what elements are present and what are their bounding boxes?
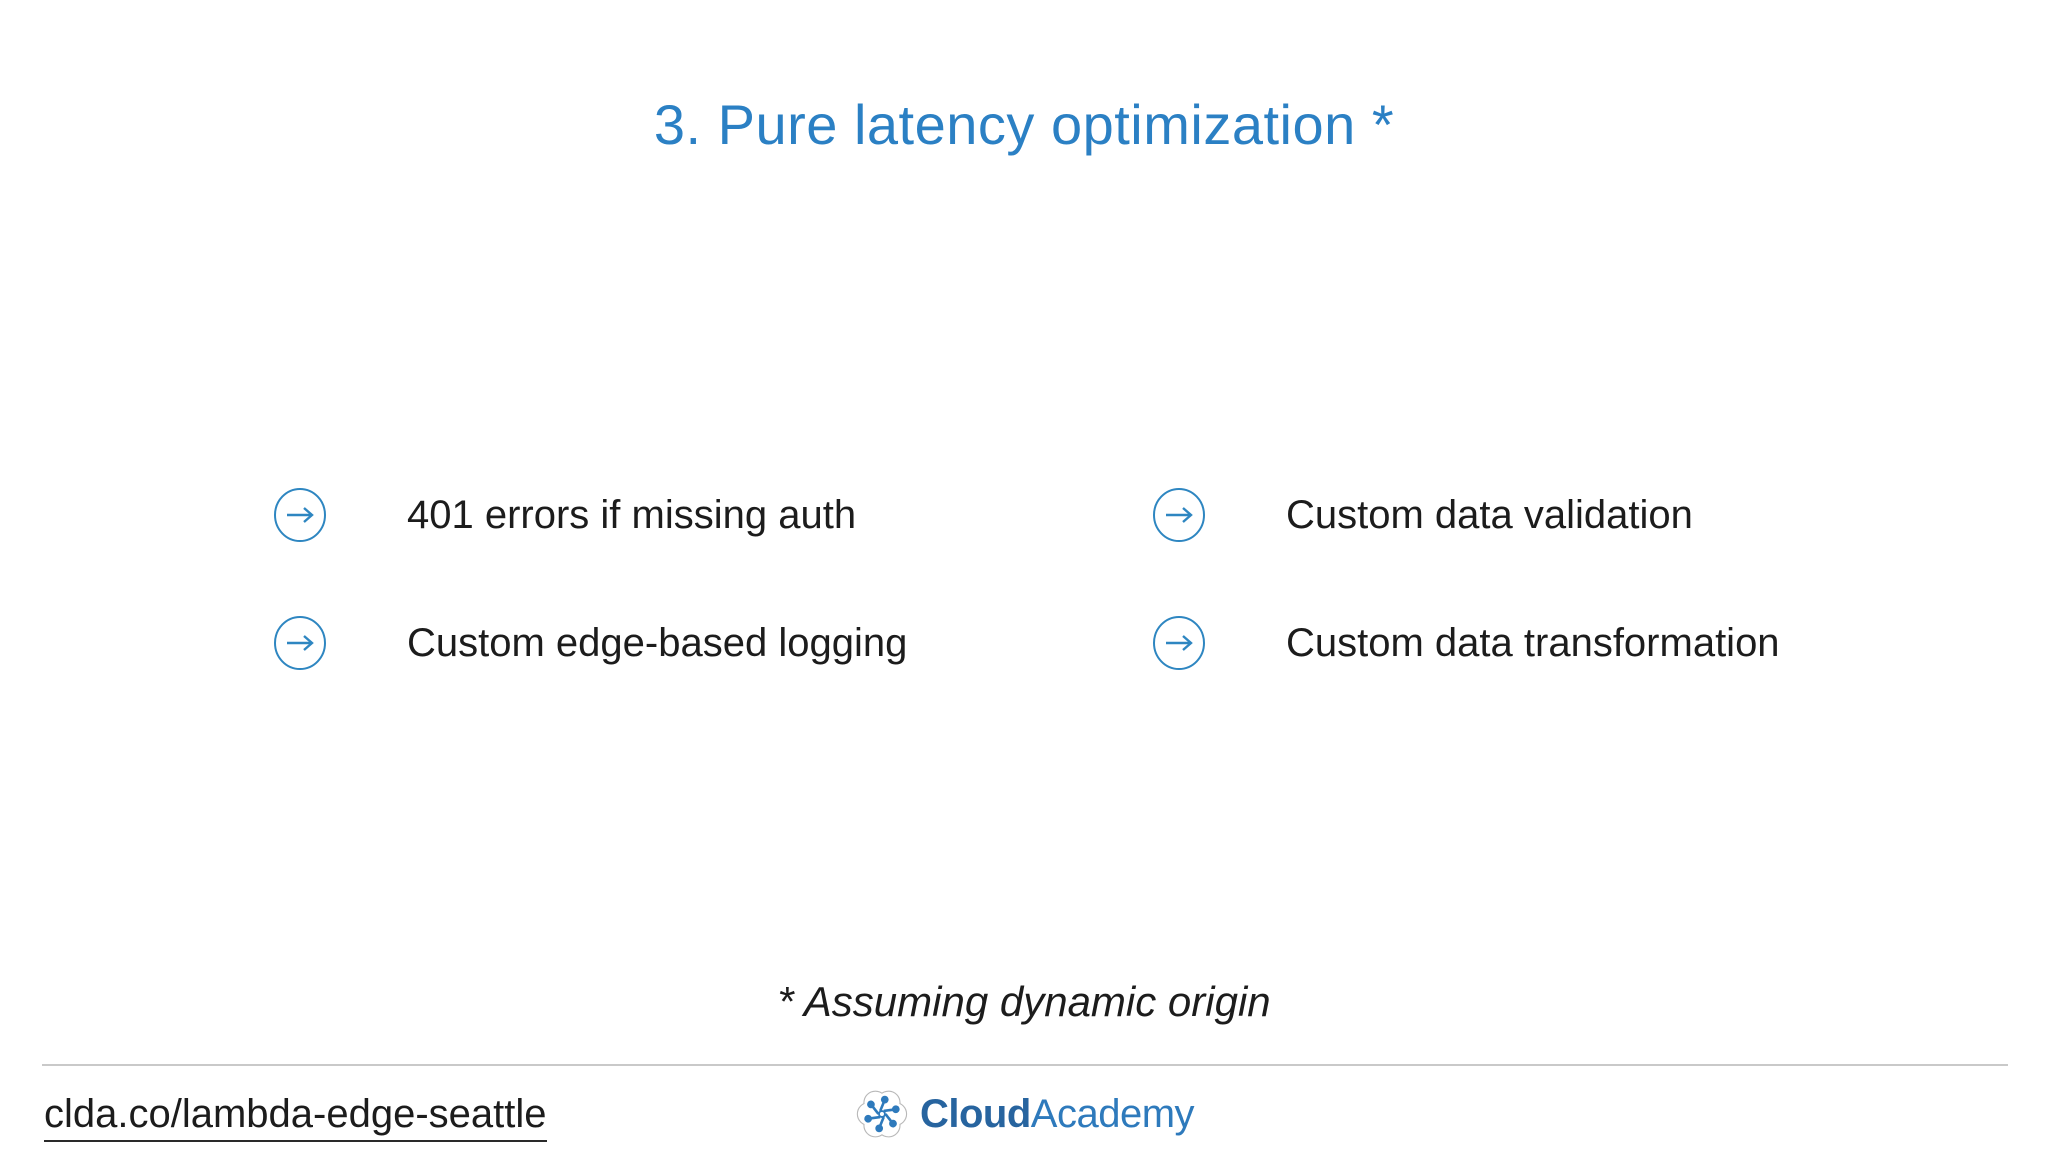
cloud-academy-cloud-icon — [856, 1090, 908, 1138]
bullet-list: 401 errors if missing auth Custom data v… — [273, 487, 1780, 743]
arrow-right-circle-icon — [274, 616, 326, 670]
bullet-label: Custom data validation — [1286, 492, 1693, 537]
brand-name: CloudAcademy — [919, 1091, 1195, 1137]
slide-title: 3. Pure latency optimization * — [653, 93, 1395, 156]
arrow-right-circle-icon — [1153, 488, 1205, 542]
brand-name-cloud: Cloud — [919, 1091, 1031, 1136]
bullet-label: Custom data transformation — [1286, 620, 1780, 665]
list-item: Custom data transformation — [1152, 615, 1780, 671]
list-item: 401 errors if missing auth — [273, 487, 1152, 543]
list-item: Custom data validation — [1152, 487, 1780, 543]
arrow-right-circle-icon — [1153, 616, 1205, 670]
footnote: * Assuming dynamic origin — [777, 978, 1271, 1025]
footer-short-link[interactable]: clda.co/lambda-edge-seattle — [44, 1092, 547, 1142]
brand-name-academy: Academy — [1030, 1091, 1195, 1136]
cloud-academy-logo: CloudAcademy — [854, 1086, 1195, 1142]
arrow-right-circle-icon — [274, 488, 326, 542]
footer-divider — [42, 1064, 2008, 1066]
list-item: Custom edge-based logging — [273, 615, 1152, 671]
bullet-label: Custom edge-based logging — [407, 620, 908, 665]
bullet-label: 401 errors if missing auth — [407, 492, 857, 537]
